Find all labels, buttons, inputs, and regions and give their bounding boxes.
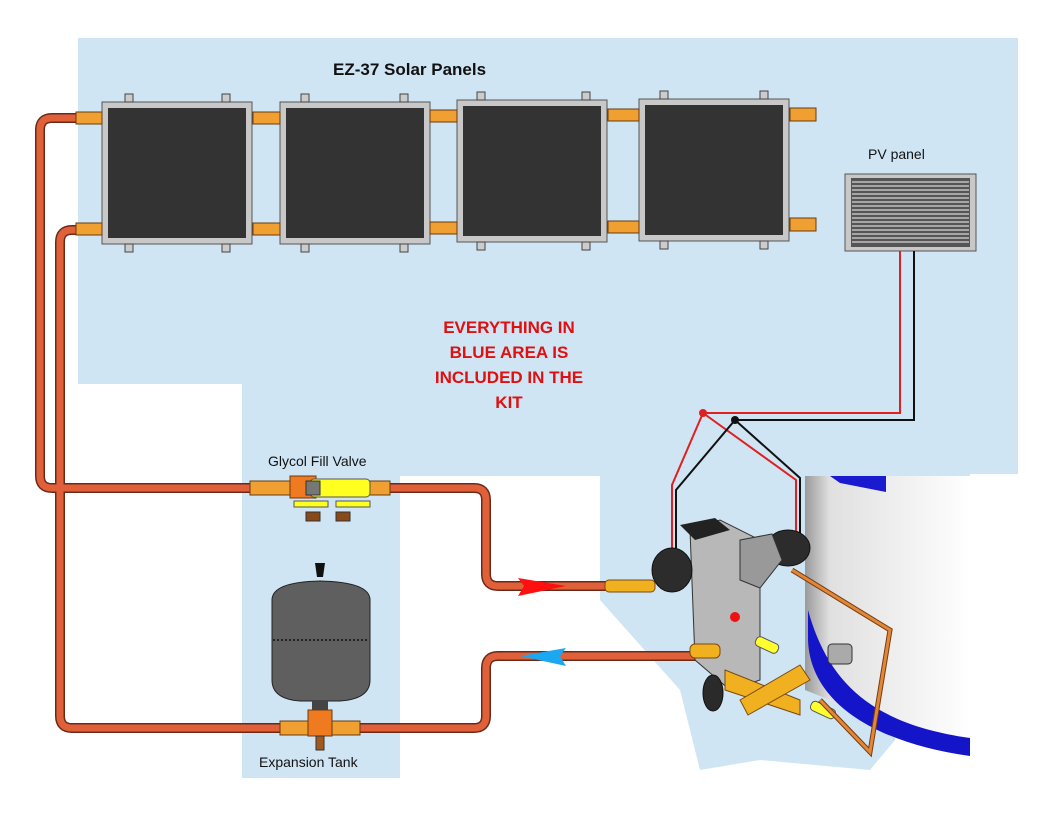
glycol-fill-valve <box>249 475 391 522</box>
solar-panel-2 <box>279 93 431 253</box>
expansion-tank <box>271 563 371 751</box>
kit-notice-line-1: EVERYTHING IN <box>443 318 575 337</box>
solar-panel-3 <box>456 91 608 251</box>
pv-panel-label: PV panel <box>868 146 925 162</box>
pump-station <box>604 518 893 758</box>
panel-fittings <box>75 107 817 236</box>
return-flow-arrow <box>520 648 566 666</box>
solar-panels-title: EZ-37 Solar Panels <box>333 60 487 79</box>
solar-panel-1 <box>101 93 253 253</box>
kit-notice: EVERYTHING IN BLUE AREA IS INCLUDED IN T… <box>400 315 618 415</box>
pv-wiring <box>671 251 915 560</box>
kit-notice-line-2: BLUE AREA IS <box>449 343 569 362</box>
kit-notice-line-4: KIT <box>495 393 523 412</box>
solar-panel-4 <box>638 90 790 250</box>
water-heater-tank <box>805 476 970 756</box>
pv-panel <box>844 173 977 252</box>
expansion-tank-label: Expansion Tank <box>259 754 358 770</box>
kit-notice-line-3: INCLUDED IN THE <box>434 368 584 387</box>
supply-flow-arrow <box>518 578 566 596</box>
glycol-fill-valve-label: Glycol Fill Valve <box>268 453 367 469</box>
